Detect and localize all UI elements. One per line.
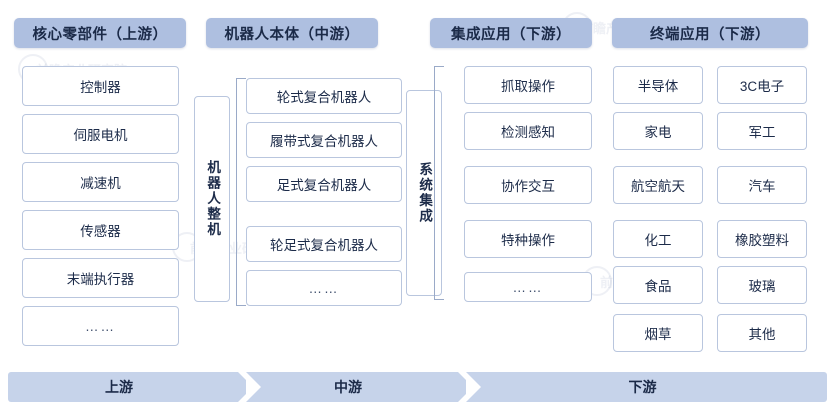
midstream-item[interactable]: 履带式复合机器人	[246, 122, 402, 158]
midstream-item[interactable]: 轮式复合机器人	[246, 78, 402, 114]
midstream-item[interactable]: 足式复合机器人	[246, 166, 402, 202]
integration-item[interactable]: 抓取操作	[464, 66, 592, 104]
column-header-terminal: 终端应用（下游）	[612, 18, 808, 48]
upstream-item-more[interactable]: ……	[22, 306, 179, 346]
integration-item-more[interactable]: ……	[464, 272, 592, 302]
flow-segment-midstream[interactable]: 中游	[246, 372, 473, 402]
upstream-item[interactable]: 控制器	[22, 66, 179, 106]
flow-bar: 上游 中游 下游	[8, 372, 827, 402]
column-header-integration: 集成应用（下游）	[430, 18, 592, 48]
terminal-item[interactable]: 汽车	[717, 166, 807, 204]
terminal-item[interactable]: 军工	[717, 112, 807, 150]
terminal-item[interactable]: 3C电子	[717, 66, 807, 104]
terminal-item[interactable]: 化工	[613, 220, 703, 258]
upstream-item[interactable]: 末端执行器	[22, 258, 179, 298]
upstream-item[interactable]: 伺服电机	[22, 114, 179, 154]
terminal-item[interactable]: 其他	[717, 314, 807, 352]
upstream-item[interactable]: 传感器	[22, 210, 179, 250]
midstream-item-more[interactable]: ……	[246, 270, 402, 306]
terminal-item[interactable]: 食品	[613, 266, 703, 304]
terminal-item[interactable]: 半导体	[613, 66, 703, 104]
terminal-item[interactable]: 家电	[613, 112, 703, 150]
bracket-midstream	[236, 78, 246, 306]
flow-segment-downstream[interactable]: 下游	[466, 372, 827, 402]
column-header-upstream: 核心零部件（上游）	[14, 18, 186, 48]
terminal-item[interactable]: 橡胶塑料	[717, 220, 807, 258]
integration-item[interactable]: 检测感知	[464, 112, 592, 150]
integration-vertical-label: 系统集成	[406, 90, 442, 296]
integration-item[interactable]: 特种操作	[464, 220, 592, 258]
terminal-item[interactable]: 航空航天	[613, 166, 703, 204]
column-header-midstream: 机器人本体（中游）	[206, 18, 378, 48]
bracket-integration	[434, 66, 444, 300]
terminal-item[interactable]: 烟草	[613, 314, 703, 352]
midstream-vertical-label: 机器人整机	[194, 96, 230, 302]
terminal-item[interactable]: 玻璃	[717, 266, 807, 304]
midstream-item[interactable]: 轮足式复合机器人	[246, 226, 402, 262]
upstream-item[interactable]: 减速机	[22, 162, 179, 202]
integration-item[interactable]: 协作交互	[464, 166, 592, 204]
flow-segment-upstream[interactable]: 上游	[8, 372, 253, 402]
